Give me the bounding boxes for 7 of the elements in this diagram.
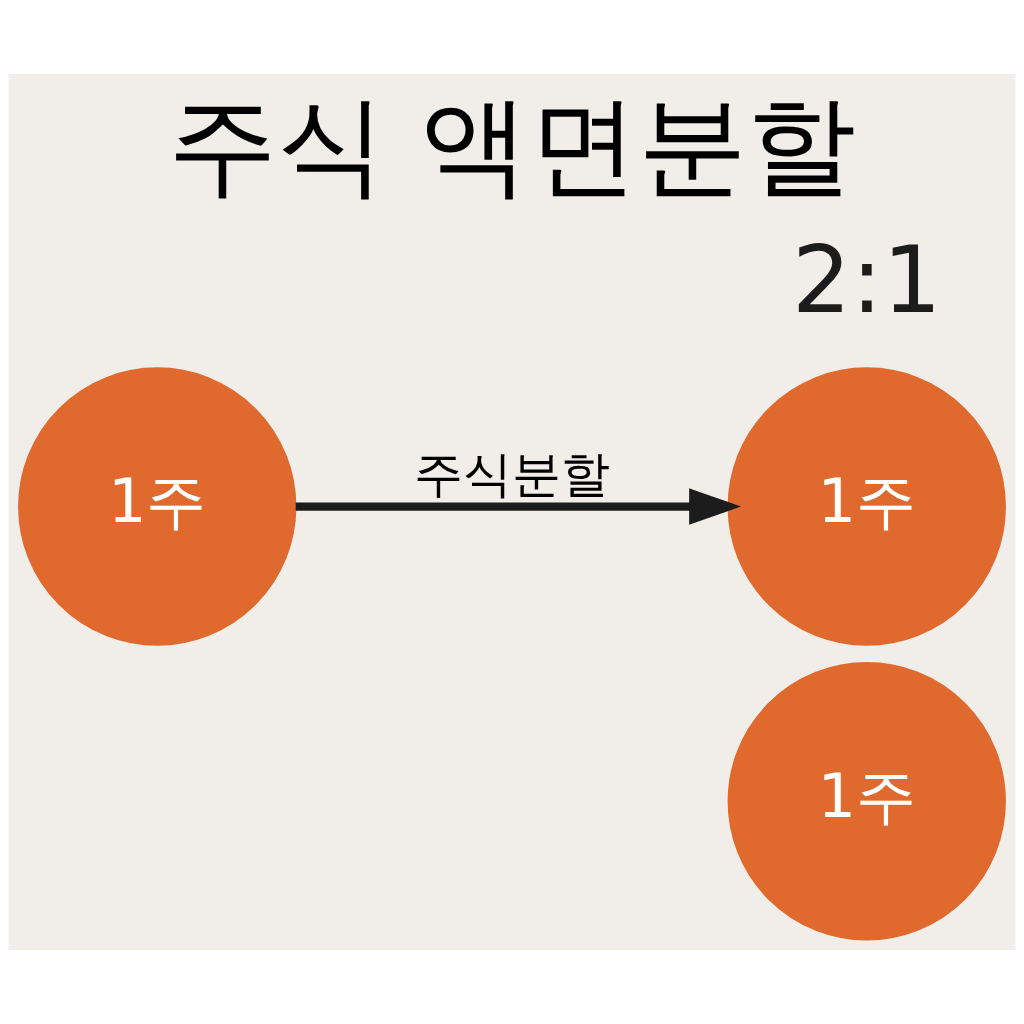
arrow: [295, 488, 742, 525]
edge-label: 주식분할: [414, 445, 610, 504]
node-circle: 1주: [18, 367, 297, 646]
node-circle: 1주: [727, 662, 1006, 941]
label: 2:1: [792, 225, 942, 334]
node-circle: 1주: [727, 367, 1006, 646]
diagram-title: 주식 액면분할: [167, 82, 857, 210]
